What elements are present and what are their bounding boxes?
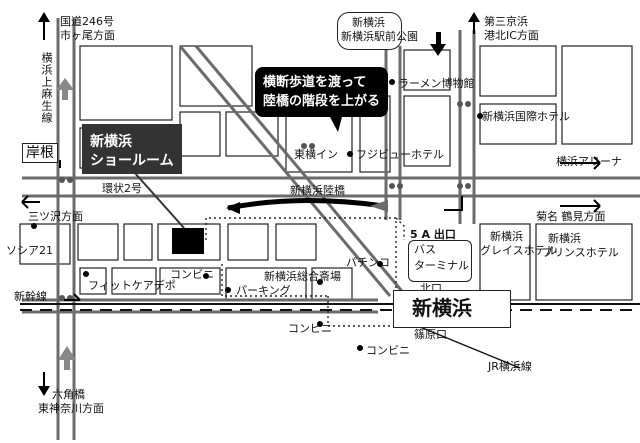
label-bus-terminal-1: バス bbox=[414, 243, 436, 256]
label-gate5a: 5 A 出口 bbox=[410, 228, 456, 241]
label-shinyoko-kokusai: 新横浜国際ホテル bbox=[482, 110, 570, 123]
label-konbini3: コンビニ bbox=[366, 344, 410, 357]
arrow-up-right-head bbox=[468, 12, 480, 22]
label-parking: パーキング bbox=[236, 284, 291, 297]
label-ichigao: 市ヶ尾方面 bbox=[60, 29, 115, 42]
arrow-gray-up-bottom-head bbox=[58, 346, 76, 360]
label-shinkansen: 新幹線 bbox=[14, 290, 47, 303]
showroom-building bbox=[172, 228, 204, 254]
arrow-gray-up-head bbox=[56, 78, 74, 90]
crossing-callout: 横断歩道を渡って 陸橋の階段を上がる bbox=[255, 67, 388, 117]
label-ramen: ラーメン博物館 bbox=[398, 77, 475, 90]
label-rikkyo: 新横浜陸橋 bbox=[290, 184, 345, 197]
label-sosia21: ソシア21 bbox=[6, 244, 53, 257]
label-sogo-shoba: 新横浜総合斎場 bbox=[264, 270, 341, 283]
label-mitsuzawa: 三ツ沢方面 bbox=[28, 210, 83, 223]
label-pachinko: パチンコ bbox=[346, 256, 390, 269]
label-prince-1: 新横浜 bbox=[548, 232, 581, 245]
park-box bbox=[337, 12, 402, 50]
crossing-pointer bbox=[330, 117, 342, 132]
label-grace-1: 新横浜 bbox=[490, 230, 523, 243]
label-station: 新横浜 bbox=[412, 296, 472, 320]
label-yokohama-arena: 横浜アリーナ bbox=[556, 155, 622, 168]
showroom-callout-line2: ショールーム bbox=[90, 153, 174, 169]
traffic-lights bbox=[59, 101, 471, 301]
showroom-callout-line1: 新横浜 bbox=[90, 134, 132, 150]
bus-terminal-box bbox=[408, 240, 472, 282]
label-fitcare: フィットケアデポ bbox=[88, 279, 176, 292]
arrow-down-third-keihin bbox=[436, 32, 441, 46]
label-konbini1: コンビニ bbox=[170, 268, 214, 281]
station-box bbox=[393, 290, 511, 328]
arrow-down-third-keihin-head bbox=[430, 44, 446, 56]
landmark-dots bbox=[31, 79, 483, 351]
bridge-arrow bbox=[226, 202, 240, 214]
showroom-pointer bbox=[133, 171, 185, 229]
crossing-callout-line1: 横断歩道を渡って bbox=[263, 75, 367, 90]
label-higashikanagawa: 東神奈川方面 bbox=[38, 402, 104, 415]
label-shinohara: 篠原口 bbox=[414, 328, 447, 341]
railway-lines bbox=[20, 303, 640, 369]
showroom-callout: 新横浜 ショールーム bbox=[82, 124, 182, 174]
label-kanjo2: 環状2号 bbox=[102, 182, 142, 195]
label-shinyoko-park: 新横浜駅前公園 bbox=[341, 30, 418, 43]
label-shinyoko-park-1: 新横浜 bbox=[352, 16, 385, 29]
rikkyo-bridge bbox=[227, 197, 385, 211]
label-jr-line: JR横浜線 bbox=[488, 360, 532, 373]
label-yokohama-kamiasao: 横浜上麻生線 bbox=[40, 52, 53, 124]
label-rokkakubashi: 六角橋 bbox=[52, 388, 85, 401]
label-kishine: 岸根 bbox=[22, 143, 58, 163]
label-kohoku-ic: 港北IC方面 bbox=[484, 29, 539, 42]
arrow-gray-up-bottom bbox=[64, 356, 70, 370]
label-toyoko-inn: 東横イン bbox=[294, 148, 338, 161]
label-konbini2: コンビニ bbox=[288, 322, 332, 335]
label-route246: 国道246号 bbox=[60, 15, 114, 28]
label-third-keihin: 第三京浜 bbox=[484, 15, 528, 28]
building-blocks bbox=[19, 45, 633, 301]
crossing-callout-line2: 陸橋の階段を上がる bbox=[263, 94, 381, 109]
label-bus-terminal-2: ターミナル bbox=[414, 259, 469, 272]
label-grace-2: グレイスホテル bbox=[480, 244, 557, 257]
label-fujiview: フジビューホテル bbox=[356, 148, 444, 161]
arrow-gray-up bbox=[62, 86, 68, 100]
label-prince-2: プリンスホテル bbox=[542, 246, 619, 259]
label-kikuna-tsurumi: 菊名 鶴見方面 bbox=[536, 210, 606, 223]
bridge-arrow-gray bbox=[370, 200, 388, 212]
roads bbox=[22, 18, 640, 440]
arrow-down-left-head bbox=[38, 386, 50, 396]
walking-route bbox=[205, 217, 405, 327]
arrow-up-left-head bbox=[38, 12, 50, 22]
